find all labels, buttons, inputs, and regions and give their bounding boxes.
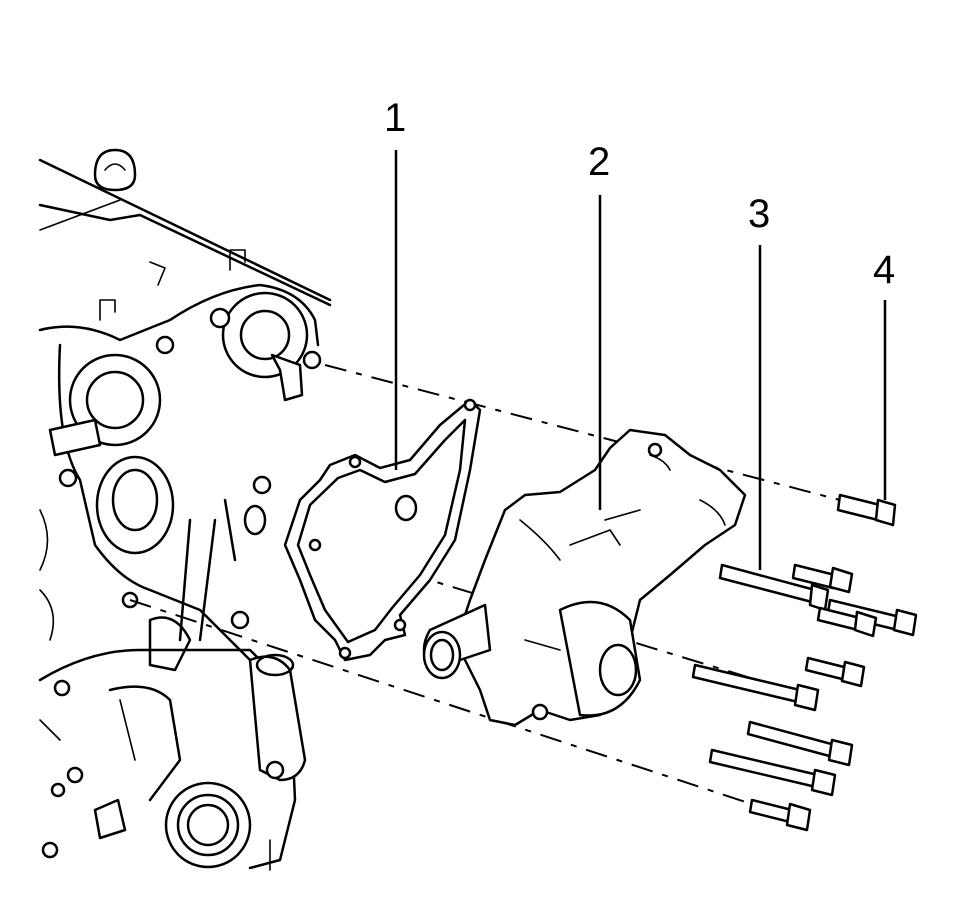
callout-4: 4: [873, 248, 896, 292]
bolt-4: [836, 493, 897, 527]
callout-1: 1: [384, 96, 407, 140]
callout-2: 2: [588, 140, 611, 184]
gasket-icon: [283, 398, 482, 662]
engine-block-icon: [38, 148, 332, 871]
water-pump-icon: [422, 428, 747, 727]
callout-3: 3: [748, 192, 771, 236]
bolt-icon: [691, 493, 918, 832]
leader-lines: [394, 150, 887, 570]
